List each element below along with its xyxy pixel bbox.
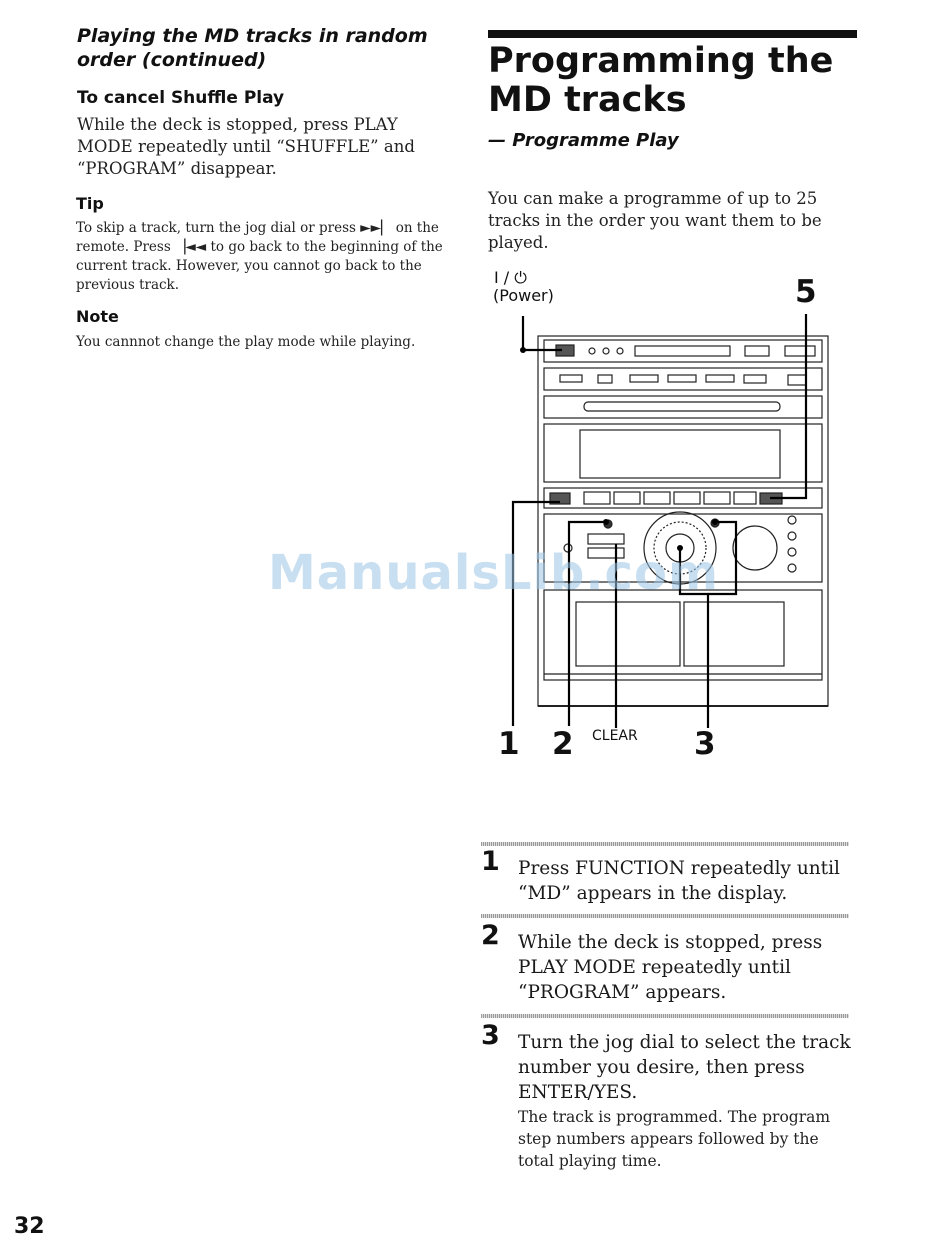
callout-2: 2 [552,726,574,762]
step-2-rule [481,914,849,918]
watermark-text: ManualsLib.com [268,545,719,601]
step-1-number: 1 [481,846,500,877]
step-1-text: Press FUNCTION repeatedly until “MD” app… [518,858,840,904]
step-3-rule [481,1014,849,1018]
step-3-note: The track is programmed. The program ste… [518,1108,831,1170]
power-symbol: I / ⏻ [494,268,527,287]
callout-3: 3 [694,726,716,762]
title-rule [488,30,857,38]
intro-text: You can make a programme of up to 25 tra… [488,189,822,252]
cancel-shuffle-heading: To cancel Shuffle Play [77,88,285,108]
step-3-text: Turn the jog dial to select the track nu… [518,1032,851,1103]
tip-heading: Tip [76,194,104,213]
note-text: You cannnot change the play mode while p… [76,334,416,350]
tip-text: To skip a track, turn the jog dial or pr… [76,220,443,293]
stereo-illustration [511,314,829,728]
callout-3-line [678,548,710,728]
step-2-text: While the deck is stopped, press PLAY MO… [518,932,823,1003]
cancel-shuffle-text: While the deck is stopped, press PLAY MO… [77,115,415,178]
step-1-rule [481,842,849,846]
power-label: (Power) [493,286,554,305]
stereo-diagram: I / ⏻ (Power) 5 1 2 CLEAR 3 [480,258,860,778]
page-number: 32 [14,1214,45,1239]
callout-1: 1 [498,726,520,762]
step-2-number: 2 [481,920,500,951]
callout-1-line [511,500,560,726]
callout-5: 5 [795,274,817,310]
step-3-number: 3 [481,1020,500,1051]
callout-2-line [567,520,606,726]
page-title: Programming the MD tracks [488,41,834,120]
callout-5-line [770,314,808,500]
clear-label: CLEAR [592,728,638,744]
note-heading: Note [76,307,119,326]
page-subtitle: — Programme Play [488,130,679,151]
continued-heading: Playing the MD tracks in random order (c… [77,25,428,71]
